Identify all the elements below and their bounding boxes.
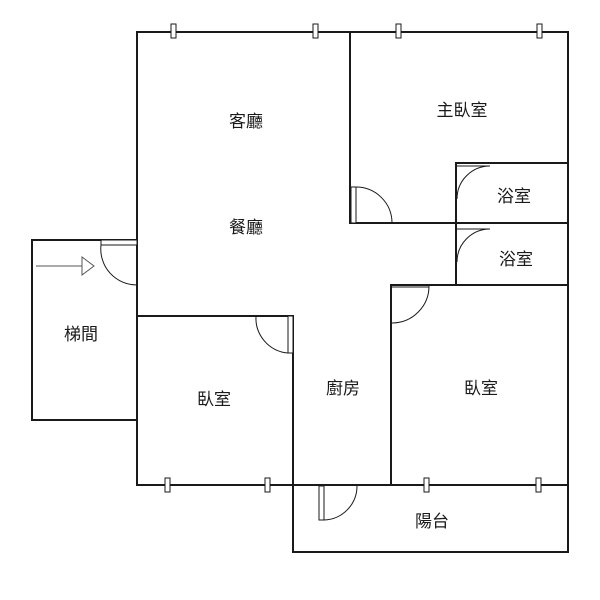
room-label-bathroom-1: 浴室 [497,187,531,207]
wall-balcony [292,484,569,553]
window-icon [170,23,177,39]
wall-stairwell [31,239,138,421]
room-label-stairwell: 梯間 [64,325,98,345]
door-swing-icon [456,165,491,200]
window-icon [535,477,542,493]
door-swing-icon [318,485,325,521]
door-arc [100,244,138,286]
room-label-bedroom-right: 臥室 [464,379,498,399]
room-label-kitchen: 廚房 [326,378,360,399]
door-arc [323,485,358,521]
window-icon [264,477,271,493]
room-label-bathroom-2: 浴室 [499,250,533,270]
room-label-master-bedroom: 主臥室 [437,101,488,121]
door-swing-icon [391,285,430,324]
doors [100,165,491,521]
door-swing-icon [350,186,357,224]
window-icon [536,23,543,39]
entry-arrow-head [81,256,95,276]
entry-arrow-icon [36,256,95,276]
walls [31,31,569,553]
door-swing-icon [287,315,294,354]
room-label-living: 客廳 [229,112,263,132]
windows [164,23,543,493]
room-label-balcony: 陽台 [415,512,449,532]
room-labels: 客廳 餐廳 主臥室 浴室 浴室 梯間 臥室 廚房 臥室 陽台 [64,101,533,532]
room-label-dining: 餐廳 [229,218,263,238]
room-label-bedroom-left: 臥室 [197,390,231,410]
door-arc [255,315,289,354]
window-icon [423,477,430,493]
door-arc [355,186,393,224]
window-icon [395,23,402,39]
door-swing-icon [456,228,491,263]
door-swing-icon [100,239,138,246]
window-icon [164,477,171,493]
window-icon [312,23,319,39]
